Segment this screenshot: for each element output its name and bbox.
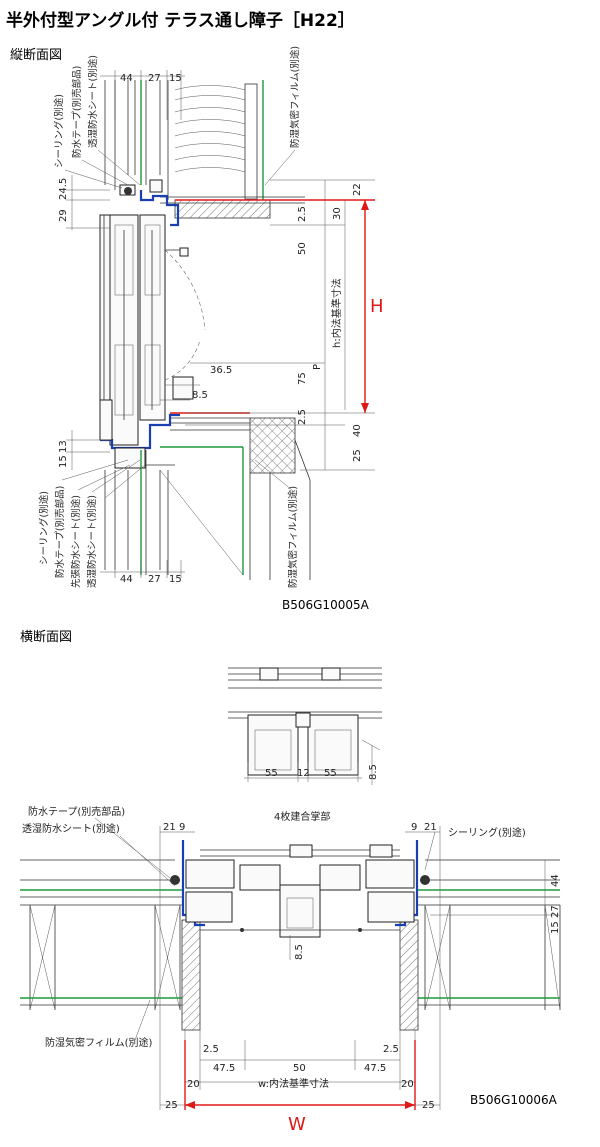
vsec-label-presheet-bottom: 先張防水シート(別途) <box>70 495 82 588</box>
hsec-right-dim-15: 15 <box>550 921 561 934</box>
hsec-side-dim-20-right: 20 <box>401 1079 414 1090</box>
hsec-bottom-dim-50: 50 <box>293 1063 306 1074</box>
hsec-label-tape: 防水テープ(別売部品) <box>28 805 125 818</box>
vsec-right-dim-22: 22 <box>352 183 363 196</box>
vsec-h-label: h:内法基準寸法 <box>330 278 343 348</box>
hsec-center-dim-8-5: 8.5 <box>294 944 305 960</box>
vsec-left-dim-15: 15 <box>58 455 69 468</box>
vsec-right-dim-2-5b: 2.5 <box>297 409 308 425</box>
vertical-drawing-code: B506G10005A <box>282 598 369 612</box>
vsec-label-sheet-bottom: 透湿防水シート(別途) <box>86 495 98 588</box>
vsec-left-dim-24-5: 24.5 <box>58 178 69 200</box>
meeting-detail-drawing <box>228 667 382 785</box>
hsec-W-label: W <box>288 1114 306 1135</box>
vsec-bottom-dim-3: 15 <box>169 574 182 585</box>
vsec-H-label: H <box>370 296 384 317</box>
hsec-bottom-dim-2-5-left: 2.5 <box>203 1044 219 1055</box>
vsec-label-film-bottom: 防湿気密フィルム(別途) <box>287 486 299 588</box>
hsec-right-dim-44: 44 <box>550 874 561 887</box>
vertical-section-drawing <box>61 70 375 580</box>
vsec-top-dim-1: 44 <box>120 73 133 84</box>
vsec-right-dim-75: 75 <box>297 372 308 385</box>
hsec-bottom-dim-47-5-left: 47.5 <box>213 1063 235 1074</box>
horizontal-section-heading: 横断面図 <box>20 630 73 645</box>
hsec-bottom-dim-47-5-right: 47.5 <box>364 1063 386 1074</box>
vsec-left-dim-29: 29 <box>58 209 69 222</box>
vsec-label-sealing-bottom: シーリング(別途) <box>38 491 50 565</box>
detail-dim-12: 12 <box>297 768 310 779</box>
hsec-bottom-dim-2-5-right: 2.5 <box>383 1044 399 1055</box>
vsec-label-sealing-top: シーリング(別途) <box>53 94 65 168</box>
hsec-top-right-dim-9: 9 <box>411 822 417 833</box>
vertical-section-heading: 縦断面図 <box>10 48 63 63</box>
vsec-p-label: P <box>312 364 323 370</box>
vsec-right-dim-25: 25 <box>352 449 363 462</box>
vsec-label-sheet-top: 透湿防水シート(別途) <box>87 55 99 148</box>
hsec-right-dim-27: 27 <box>550 905 561 918</box>
vsec-label-film-top: 防湿気密フィルム(別途) <box>289 46 301 148</box>
vsec-inner-dim-36-5: 36.5 <box>210 365 232 376</box>
vsec-left-dim-13: 13 <box>58 440 69 453</box>
vsec-top-dim-3: 15 <box>169 73 182 84</box>
horizontal-drawing-code: B506G10006A <box>470 1093 557 1107</box>
hsec-top-left-dim-21: 21 <box>163 822 176 833</box>
hsec-w-label: w:内法基準寸法 <box>258 1077 329 1090</box>
vsec-label-tape-bottom: 防水テープ(別売部品) <box>54 486 66 578</box>
vsec-bottom-dim-2: 27 <box>148 574 161 585</box>
hsec-label-film: 防湿気密フィルム(別途) <box>45 1036 153 1049</box>
hsec-top-right-dim-21: 21 <box>424 822 437 833</box>
vsec-right-dim-2-5a: 2.5 <box>297 206 308 222</box>
hsec-side-dim-25-right: 25 <box>422 1100 435 1111</box>
hsec-label-sealing: シーリング(別途) <box>448 826 526 839</box>
detail-dim-55-left: 55 <box>265 768 278 779</box>
vsec-right-dim-40: 40 <box>352 424 363 437</box>
hsec-center-label: 4枚建合掌部 <box>274 810 330 823</box>
vsec-inner-dim-8-5: 8.5 <box>192 390 208 401</box>
hsec-label-sheet: 透湿防水シート(別途) <box>22 822 120 835</box>
vsec-label-tape-top: 防水テープ(別売部品) <box>71 66 83 158</box>
hsec-side-dim-20-left: 20 <box>187 1079 200 1090</box>
vsec-bottom-dim-1: 44 <box>120 574 133 585</box>
vsec-right-dim-50: 50 <box>297 242 308 255</box>
hsec-top-left-dim-9: 9 <box>179 822 185 833</box>
vsec-right-dim-30: 30 <box>332 207 343 220</box>
page-title: 半外付型アングル付 テラス通し障子［H22］ <box>6 11 355 31</box>
vsec-top-dim-2: 27 <box>148 73 161 84</box>
detail-dim-8-5: 8.5 <box>368 764 379 780</box>
horizontal-section-drawing <box>20 817 561 1110</box>
detail-dim-55-right: 55 <box>324 768 337 779</box>
hsec-side-dim-25-left: 25 <box>165 1100 178 1111</box>
